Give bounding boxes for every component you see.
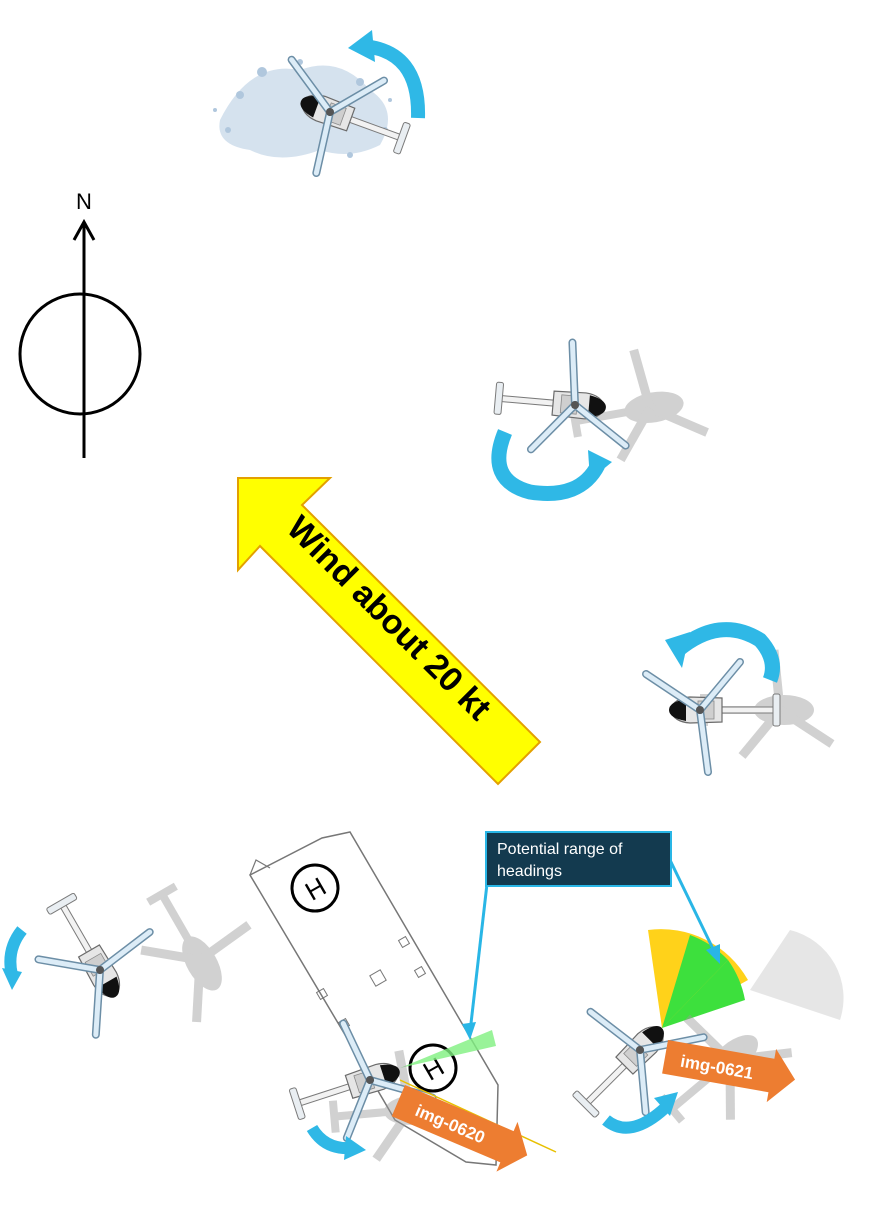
sector-shadow [750,930,844,1020]
wind-arrow-shape [237,477,542,786]
north-arrow-head-icon [72,218,96,241]
heading-sector-inner-top [662,935,728,1028]
helicopter-6-group [540,968,800,1147]
helicopter-top-water [213,30,422,198]
helicopter-2 [491,336,634,457]
rotation-arrow-2 [491,429,605,501]
helipad-1: H [290,863,340,913]
compass-circle [18,292,142,416]
rotation-arrow-head-5-icon [344,1136,366,1160]
north-label: N [76,189,92,214]
callout-pointer-right-head-icon [706,944,720,964]
rotation-arrow-3 [673,622,780,683]
rotation-arrow-4 [4,926,27,977]
callout-pointer-right [668,859,718,956]
helicopter-3-group [646,622,832,772]
rotation-arrow-head-4-icon [2,968,22,990]
callout-box [485,831,672,887]
rotation-arrow-head-2-icon [588,450,612,480]
compass: N [18,189,142,458]
rotation-arrow-head-6-icon [654,1092,678,1116]
rotation-arrow-head-1-icon [348,30,375,62]
helicopter-4-group [2,861,278,1041]
heading-range-wedge-1 [400,1030,496,1068]
wind-label: Wind about 20 kt [279,509,498,728]
wind-arrow: Wind about 20 kt [237,477,542,786]
callout: Potential range of headings [462,831,720,1040]
callout-line-2: headings [497,863,562,880]
callout-pointer-left-head-icon [462,1022,476,1040]
rotation-arrow-head-3-icon [665,632,690,668]
heading-sector-inner-bottom [662,960,745,1028]
callout-pointer-left [468,883,489,1033]
rotation-arrow-6 [602,1103,670,1134]
callout-line-1: Potential range of [497,841,623,858]
helicopter-2-group [491,336,709,501]
tag-img-0621: img-0621 [662,1040,796,1103]
heading-sectors [648,929,844,1028]
helicopter-shadow-4 [120,861,278,1028]
